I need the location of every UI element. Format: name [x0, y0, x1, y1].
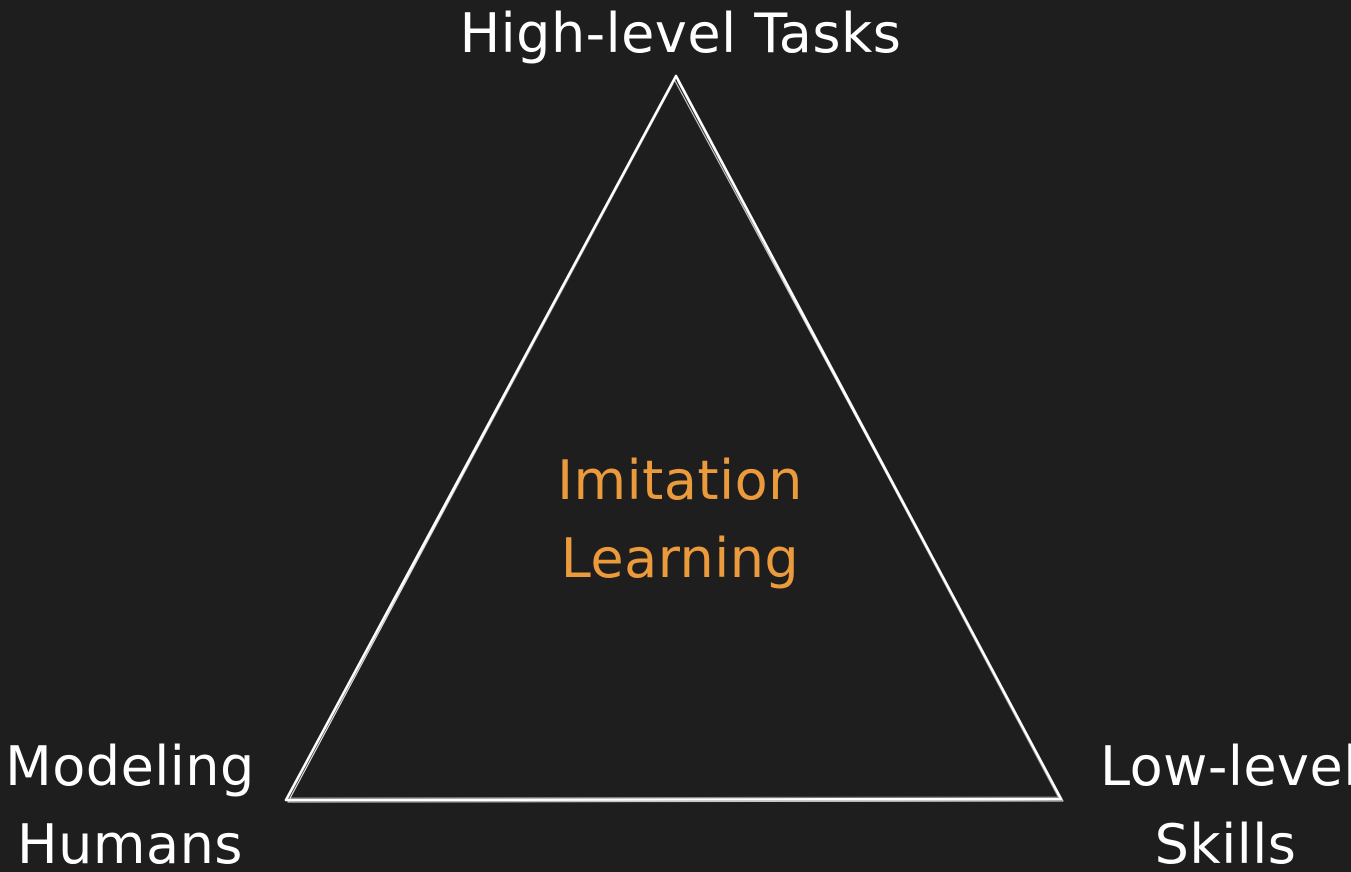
- right-vertex-line-1: Low-level: [1100, 735, 1351, 798]
- left-vertex-line-1: Modeling: [5, 735, 255, 798]
- triangle-outline-sketch-2: [289, 81, 1059, 799]
- center-line-1: Imitation: [557, 449, 803, 512]
- top-vertex-label: High-level Tasks: [0, 0, 1351, 73]
- top-vertex-text: High-level Tasks: [459, 2, 902, 65]
- right-vertex-label: Low-level Skills: [1100, 728, 1351, 872]
- left-vertex-label: Modeling Humans: [0, 728, 260, 872]
- triangle-outline-sketch: [287, 78, 1064, 803]
- center-label: Imitation Learning: [480, 442, 880, 599]
- triangle-outline-primary: [284, 74, 1063, 802]
- left-vertex-line-2: Humans: [17, 813, 243, 872]
- right-vertex-line-2: Skills: [1154, 813, 1297, 872]
- center-line-2: Learning: [560, 527, 800, 591]
